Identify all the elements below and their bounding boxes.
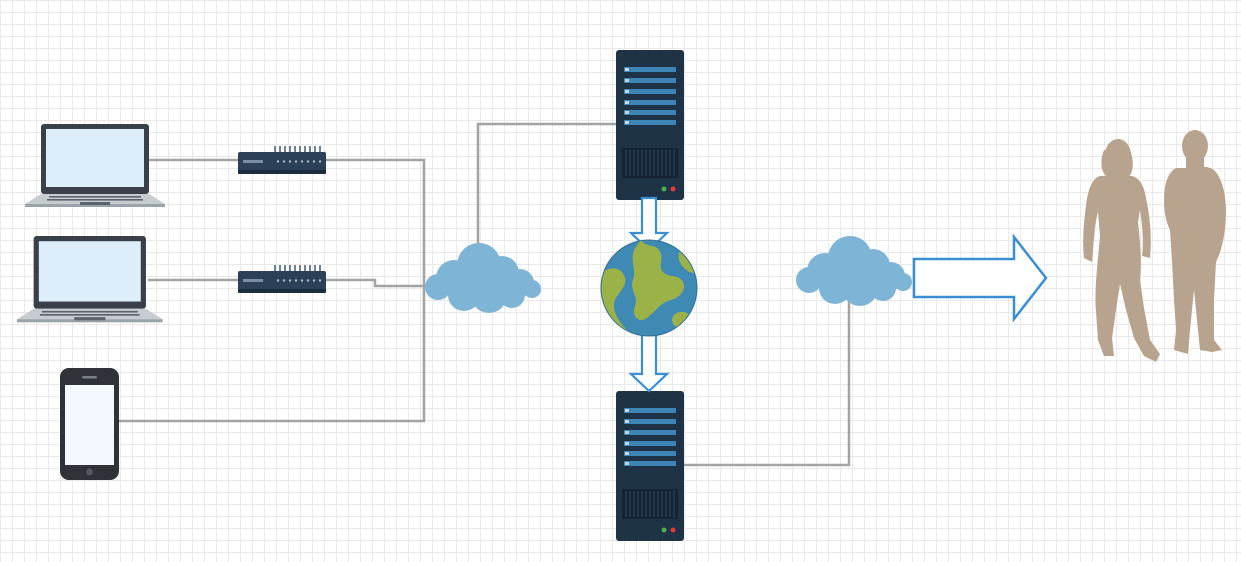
connection-phone-cloud: [118, 287, 426, 423]
globe-icon: [600, 239, 698, 337]
connection-lines: [118, 122, 851, 467]
people-silhouette-icon: [1083, 130, 1226, 362]
woman-silhouette-icon: [1083, 139, 1160, 362]
connection-router-1-cloud: [326, 158, 426, 287]
laptop-icon: [17, 236, 163, 323]
laptop-icon: [25, 124, 165, 207]
man-silhouette-icon: [1164, 130, 1226, 354]
connection-server-bottom-cloud: [683, 300, 851, 467]
server-icon: [615, 390, 685, 542]
smartphone-icon: [60, 368, 119, 480]
down-arrow-icon: [628, 331, 670, 393]
cloud-icon: [425, 243, 541, 313]
right-arrow-icon: [912, 233, 1048, 323]
cloud-icon: [796, 236, 912, 306]
router-icon: [238, 265, 326, 293]
connection-router-2-cloud: [326, 278, 430, 288]
connection-cloud-server-top: [476, 122, 618, 248]
server-icon: [615, 49, 685, 201]
router-icon: [238, 146, 326, 174]
